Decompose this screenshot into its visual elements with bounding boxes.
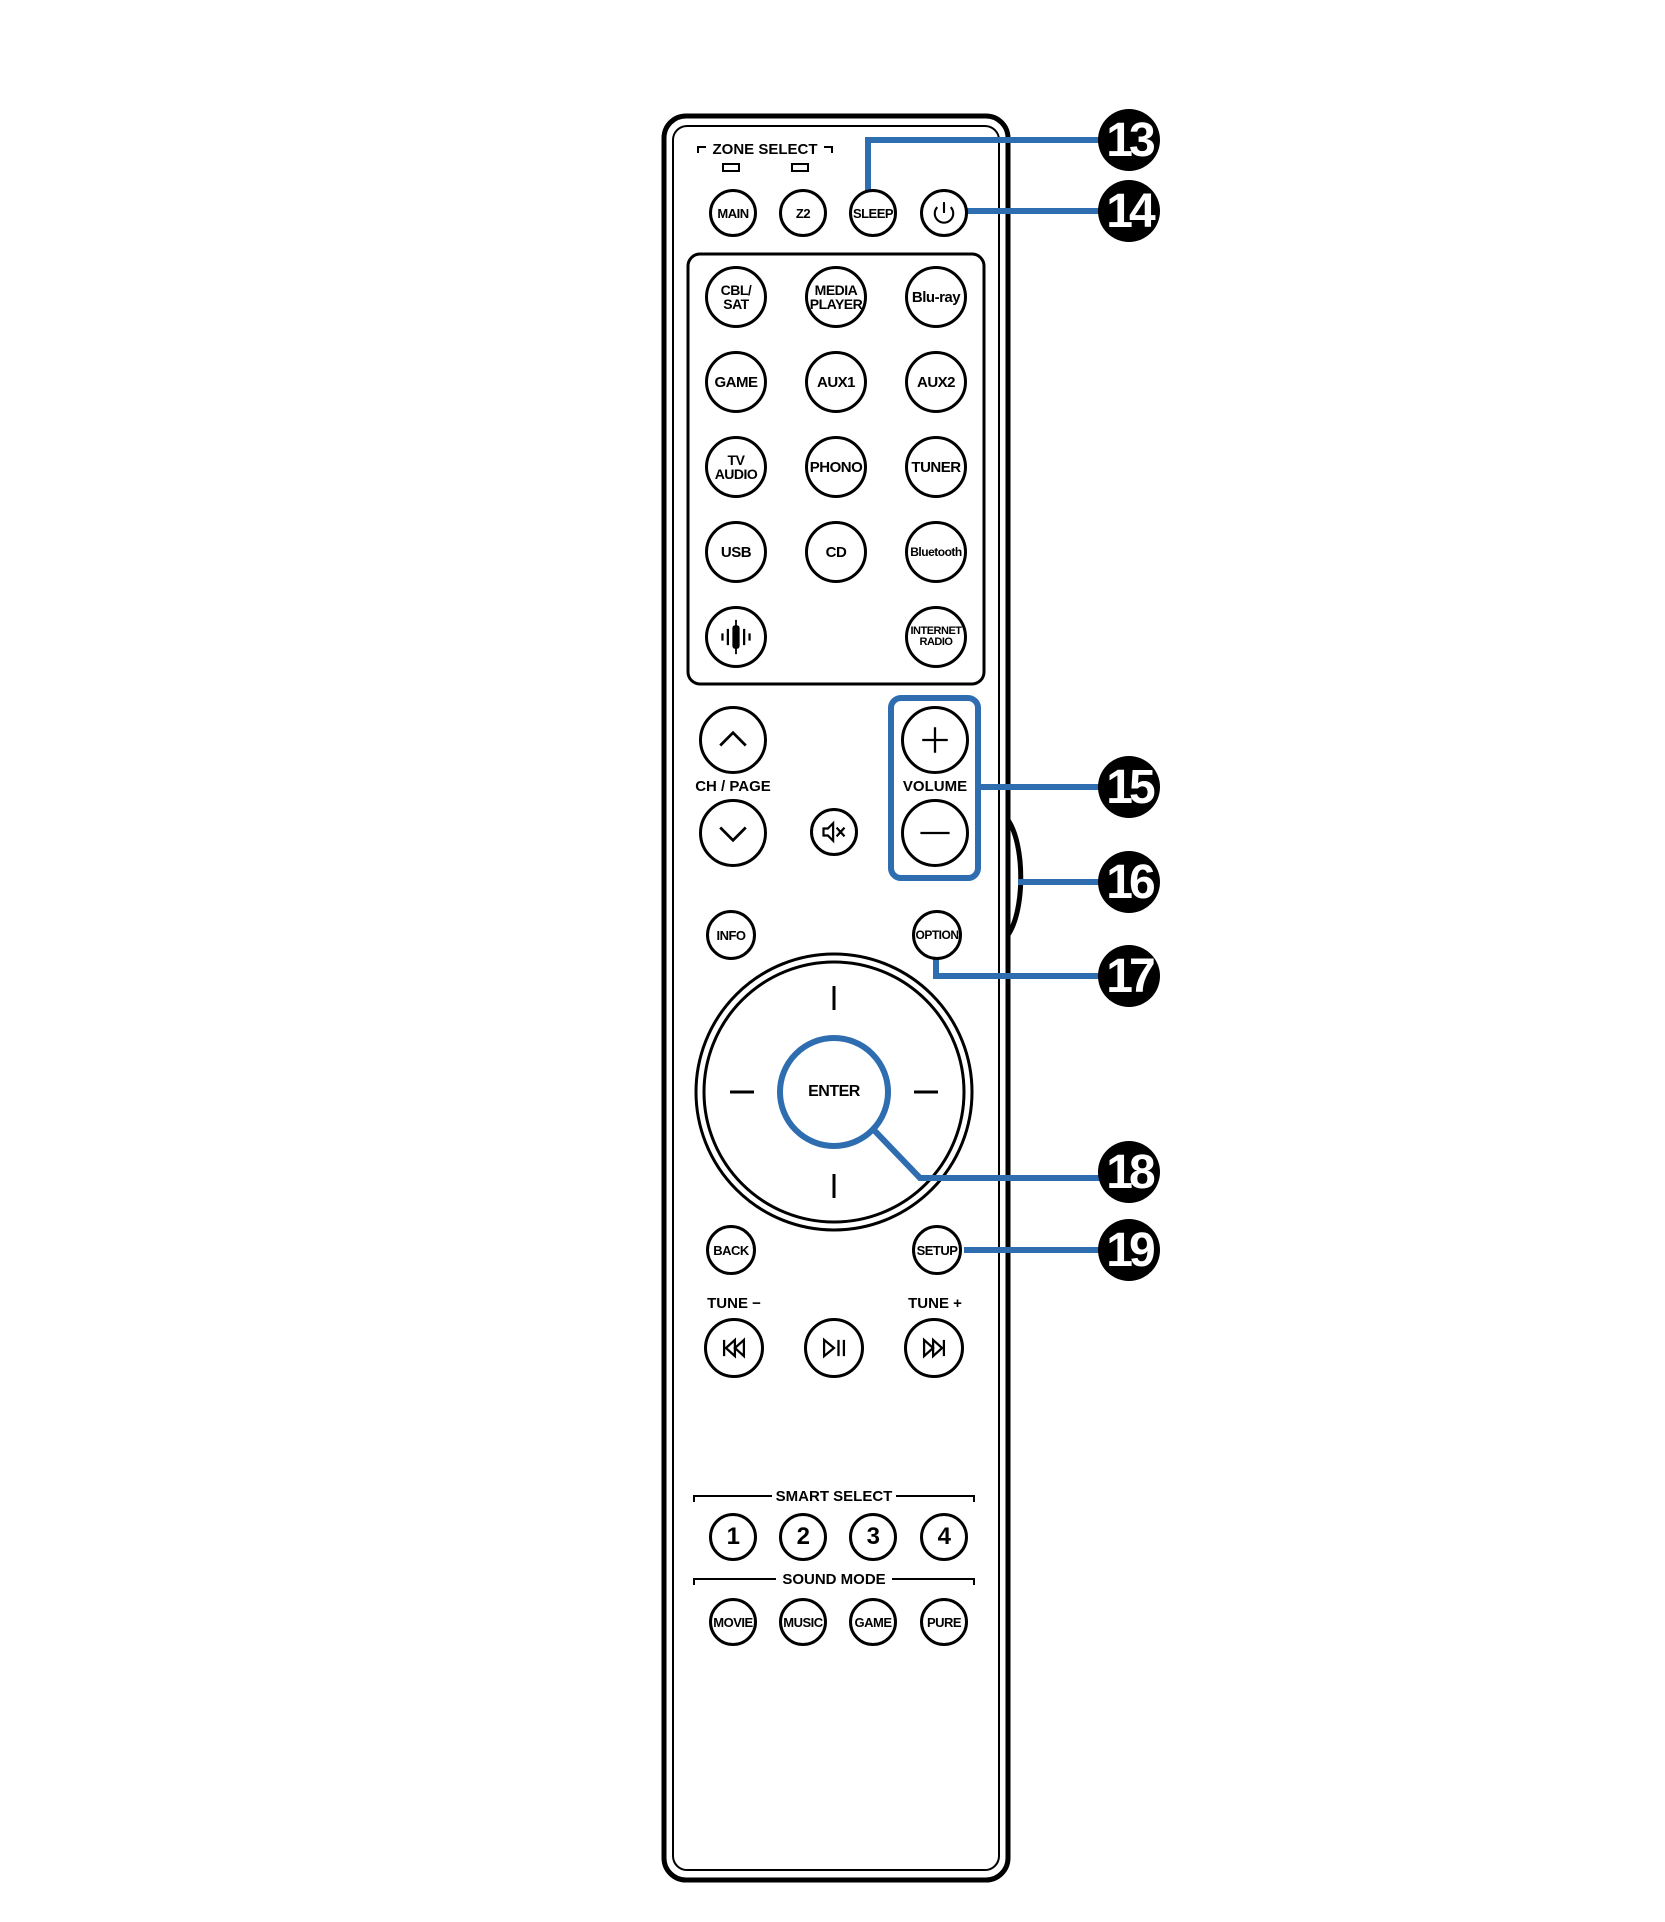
smart-select-label: SMART SELECT	[775, 1488, 893, 1505]
minus-icon	[920, 831, 950, 835]
main-zone-led	[722, 163, 740, 172]
source-phono-button[interactable]: PHONO	[805, 436, 867, 498]
sound-mode-movie-button[interactable]: MOVIE	[709, 1598, 757, 1646]
info-button[interactable]: INFO	[706, 910, 756, 960]
callout-16: 16	[1098, 851, 1160, 913]
callout-13: 13	[1098, 109, 1160, 171]
sound-mode-music-button[interactable]: MUSIC	[779, 1598, 827, 1646]
ch-page-label: CH / PAGE	[695, 778, 771, 795]
cursor-ring-inner	[702, 960, 966, 1224]
sleep-button[interactable]: SLEEP	[849, 189, 897, 237]
ch-page-down-button[interactable]	[699, 799, 767, 867]
source-aux2-button[interactable]: AUX2	[905, 351, 967, 413]
highlight-overlay	[777, 137, 1108, 1253]
source-cbl-sat-button[interactable]: CBL/ SAT	[705, 266, 767, 328]
source-cd-button[interactable]: CD	[805, 521, 867, 583]
volume-up-button[interactable]	[901, 706, 969, 774]
smart-select-3-button[interactable]: 3	[849, 1513, 897, 1561]
volume-down-button[interactable]	[901, 799, 969, 867]
smart-select-4-button[interactable]: 4	[920, 1513, 968, 1561]
source-media-player-button[interactable]: MEDIA PLAYER	[805, 266, 867, 328]
sound-mode-label: SOUND MODE	[782, 1571, 886, 1588]
tune-minus-label: TUNE −	[707, 1295, 761, 1312]
power-icon	[933, 202, 955, 224]
cursor-ring-outer	[694, 952, 974, 1232]
source-game-button[interactable]: GAME	[705, 351, 767, 413]
zone-select-label: ZONE SELECT	[712, 141, 818, 158]
tune-plus-label: TUNE +	[908, 1295, 962, 1312]
sound-mode-game-button[interactable]: GAME	[849, 1598, 897, 1646]
source-blu-ray-button[interactable]: Blu-ray	[905, 266, 967, 328]
mute-button[interactable]	[810, 808, 858, 856]
callout-15: 15	[1098, 756, 1160, 818]
source-aux1-button[interactable]: AUX1	[805, 351, 867, 413]
heos-icon	[721, 619, 751, 655]
chevron-down-icon	[719, 826, 747, 843]
source-tv-audio-button[interactable]: TV AUDIO	[705, 436, 767, 498]
option-button[interactable]: OPTION	[912, 910, 962, 960]
callout-18: 18	[1098, 1141, 1160, 1203]
zone2-led	[791, 163, 809, 172]
volume-label: VOLUME	[902, 778, 968, 795]
smart-select-1-button[interactable]: 1	[709, 1513, 757, 1561]
source-tuner-button[interactable]: TUNER	[905, 436, 967, 498]
heos-button[interactable]	[705, 606, 767, 668]
ch-page-up-button[interactable]	[699, 706, 767, 774]
plus-icon	[922, 727, 948, 753]
source-usb-button[interactable]: USB	[705, 521, 767, 583]
skip-back-icon	[722, 1337, 746, 1359]
skip-forward-icon	[922, 1337, 946, 1359]
skip-forward-button[interactable]	[904, 1318, 964, 1378]
zone2-button[interactable]: Z2	[779, 189, 827, 237]
source-bluetooth-button[interactable]: Bluetooth	[905, 521, 967, 583]
callout-17: 17	[1098, 945, 1160, 1007]
callout-14: 14	[1098, 180, 1160, 242]
power-button[interactable]	[920, 189, 968, 237]
back-button[interactable]: BACK	[706, 1225, 756, 1275]
play-pause-button[interactable]	[804, 1318, 864, 1378]
callout-19: 19	[1098, 1219, 1160, 1281]
chevron-up-icon	[719, 730, 747, 747]
enter-button[interactable]: ENTER	[808, 1083, 860, 1100]
play-pause-icon	[822, 1337, 846, 1359]
mute-icon	[822, 820, 846, 844]
smart-select-2-button[interactable]: 2	[779, 1513, 827, 1561]
skip-back-button[interactable]	[704, 1318, 764, 1378]
zone-main-button[interactable]: MAIN	[709, 189, 757, 237]
sound-mode-pure-button[interactable]: PURE	[920, 1598, 968, 1646]
source-internet-radio-button[interactable]: INTERNET RADIO	[905, 606, 967, 668]
setup-button[interactable]: SETUP	[912, 1225, 962, 1275]
